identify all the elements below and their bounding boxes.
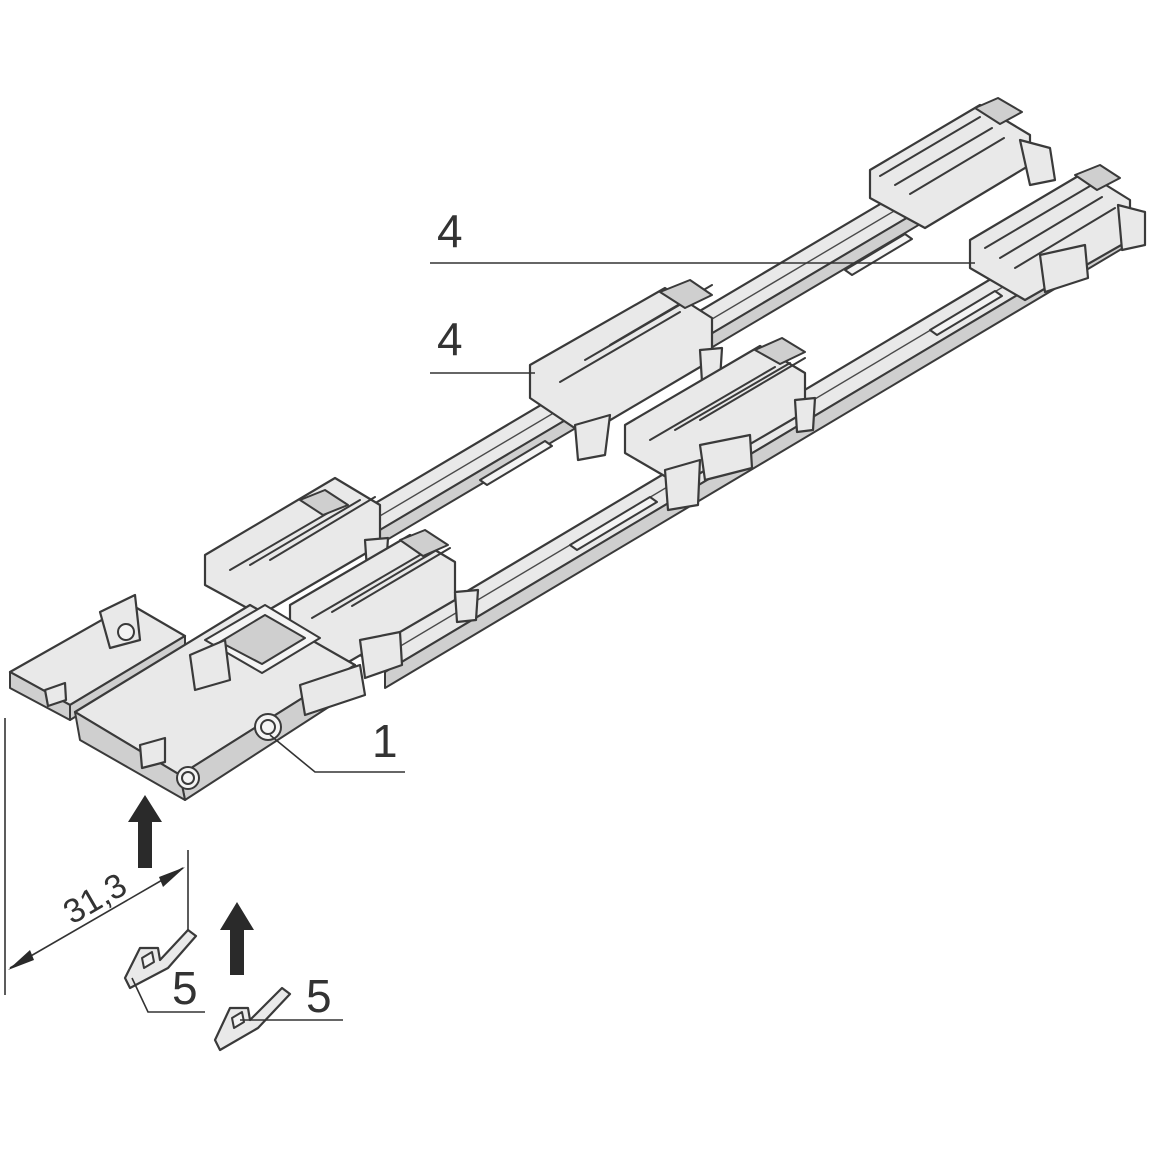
rail-assembly-upper [203, 97, 1057, 619]
leader-line-clip-left [131, 977, 205, 1013]
rail-assembly-lower [288, 164, 1147, 689]
callout-label-clip-right: 5 [306, 970, 332, 1022]
callout-label-top-rail: 4 [437, 205, 463, 257]
callout-label-base-plate: 1 [372, 715, 398, 767]
leader-line-base-plate [269, 734, 405, 773]
callout-label-clip-left: 5 [172, 962, 198, 1014]
callout-label-lower-rail: 4 [437, 313, 463, 365]
dimension-label: 31,3 [57, 866, 133, 932]
base-plate-part [8, 593, 367, 801]
arrow-up-icon [220, 902, 254, 975]
arrow-up-icon [128, 795, 162, 868]
clip-part-right [213, 986, 292, 1052]
dimension-line [4, 718, 189, 995]
